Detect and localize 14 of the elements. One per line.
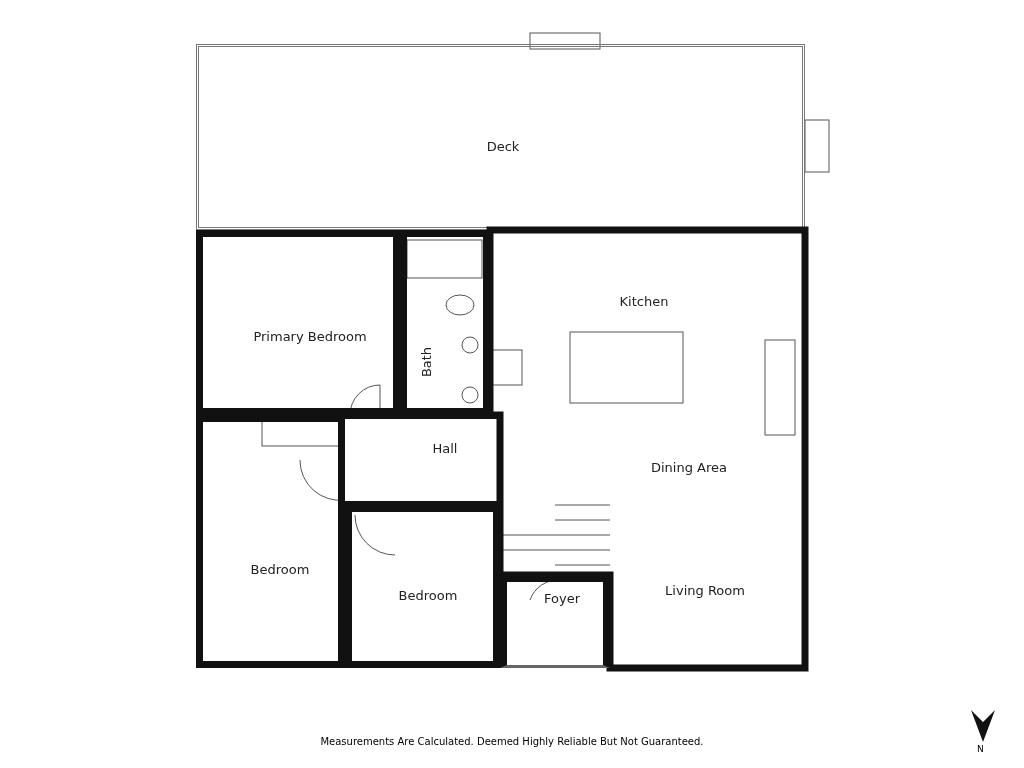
room (196, 230, 400, 415)
room-label: Bedroom (250, 561, 310, 577)
deck-area (196, 44, 805, 230)
compass-label: N (977, 744, 984, 754)
room-label: Deck (486, 138, 520, 154)
disclaimer-note: Measurements Are Calculated. Deemed Highly Reliable But Not Guaranteed. (319, 736, 705, 747)
room-label: Bedroom (398, 587, 458, 603)
room (345, 415, 500, 505)
room (345, 505, 500, 668)
room-label: Bath (418, 346, 434, 378)
room (400, 230, 490, 415)
room-label: Primary Bedroom (253, 328, 367, 344)
room-label: Hall (432, 440, 458, 456)
room (196, 415, 345, 668)
